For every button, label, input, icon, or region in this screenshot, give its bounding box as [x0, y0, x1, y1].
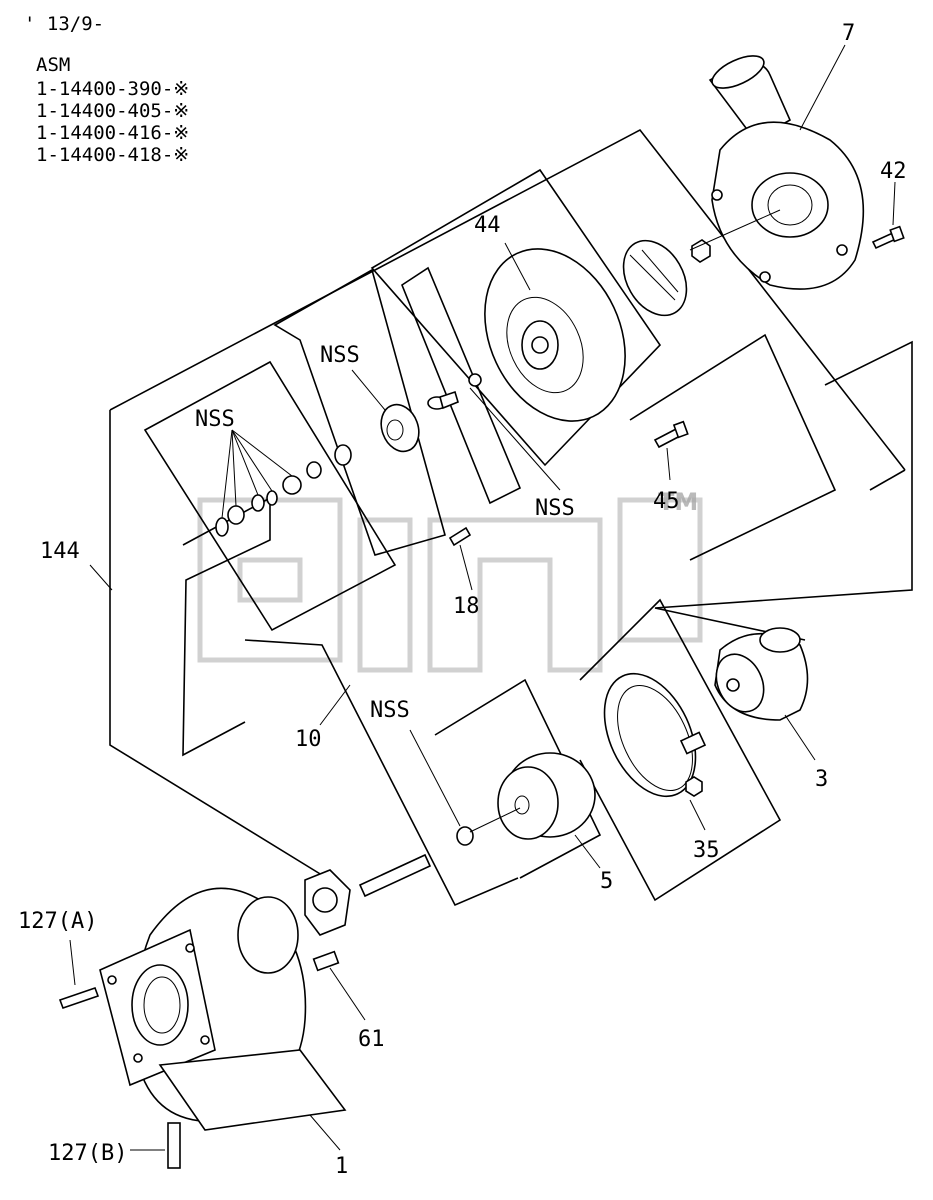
- turbine-shaft-wheel: [304, 853, 432, 936]
- nut: [691, 239, 711, 263]
- callout-61: 61: [358, 1027, 385, 1052]
- panel-upper-right: [654, 340, 913, 641]
- page-reference: ' 13/9-: [24, 13, 104, 35]
- callout-127a: 127(A): [18, 909, 97, 934]
- screw-18: [448, 526, 472, 547]
- bearing: [380, 403, 420, 453]
- callout-127b: 127(B): [48, 1141, 127, 1166]
- panel-backplate: [370, 168, 662, 467]
- callout-144: 144: [40, 539, 80, 564]
- callout-3: 3: [815, 767, 828, 792]
- watermark-tm: TM: [658, 488, 698, 516]
- callout-10: 10: [295, 727, 322, 752]
- callout-42: 42: [880, 159, 907, 184]
- callout-1: 1: [335, 1154, 348, 1179]
- washer-5: [456, 826, 474, 846]
- nss-rings-leaders: [221, 429, 293, 519]
- panel-lower-left: [182, 496, 271, 757]
- stud-127a: [58, 986, 100, 1010]
- group-outline-right: [869, 469, 906, 491]
- washer-44: [468, 373, 482, 387]
- bolt-42: [871, 225, 905, 250]
- bolt-45: [653, 420, 689, 449]
- asm-number-1: 1-14400-390-※: [36, 78, 189, 100]
- asm-number-2: 1-14400-405-※: [36, 100, 189, 122]
- stud-127b: [167, 1122, 181, 1169]
- leader-housing-axis: [689, 209, 781, 251]
- group-outline-144: [109, 128, 906, 881]
- callout-18: 18: [453, 594, 480, 619]
- asm-number-4: 1-14400-418-※: [36, 144, 189, 166]
- panel-10: [244, 639, 519, 907]
- asm-number-3: 1-14400-416-※: [36, 122, 189, 144]
- callout-5: 5: [600, 869, 613, 894]
- clamp-35: [603, 672, 707, 798]
- seal-plate-5: [497, 752, 596, 840]
- callout-7: 7: [842, 21, 855, 46]
- panel-bearing: [273, 268, 446, 556]
- turbine-housing-1: [99, 887, 347, 1131]
- leader-lines: [69, 44, 896, 1151]
- panel-bolt-45: [629, 333, 837, 561]
- axis-5: [469, 807, 521, 833]
- callout-nss-plate: NSS: [535, 496, 575, 521]
- compressor-housing-7: [708, 55, 865, 290]
- compressor-wheel: [622, 239, 688, 317]
- callout-45: 45: [653, 489, 680, 514]
- asm-label: ASM: [36, 54, 70, 76]
- back-plate-44: [484, 248, 626, 422]
- pin-61: [312, 950, 340, 972]
- watermark-logo: TM: [197, 488, 703, 673]
- panel-35: [579, 598, 782, 902]
- callout-nss-seal: NSS: [370, 698, 410, 723]
- callout-nss-bearing: NSS: [320, 343, 360, 368]
- bearing-ring: [334, 444, 352, 466]
- panel-plate-strip: [401, 266, 522, 505]
- callout-35: 35: [693, 838, 720, 863]
- panel-rings: [143, 360, 397, 632]
- callout-44: 44: [474, 213, 501, 238]
- center-housing-3: [714, 627, 809, 721]
- callout-nss-rings: NSS: [195, 407, 235, 432]
- screw-backplate: [427, 390, 459, 410]
